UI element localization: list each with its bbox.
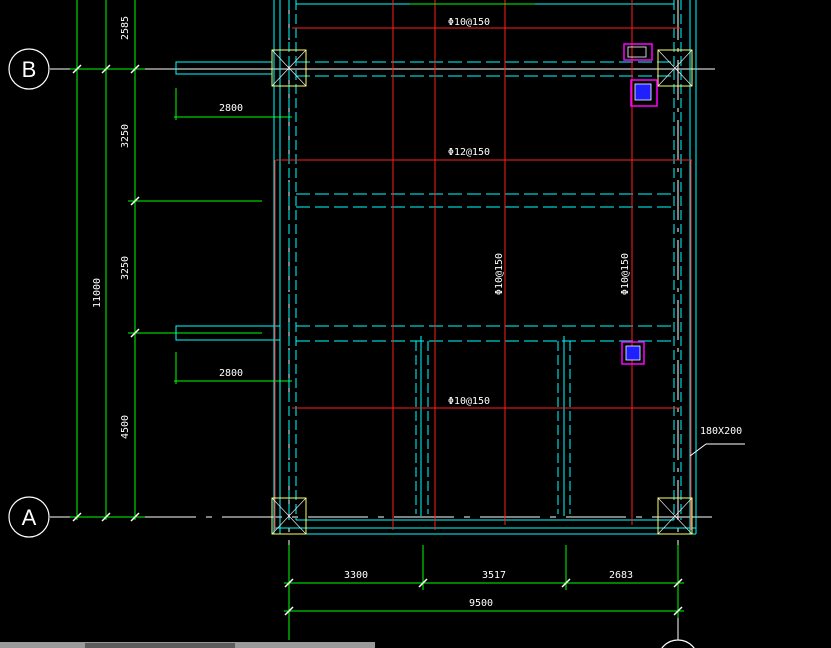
beam-section-label: 180X200 [700, 426, 742, 437]
axis-bubble-bottom-partial [661, 639, 695, 648]
axis-bubble-a[interactable]: A [8, 496, 50, 538]
cantilever-upper [175, 61, 273, 75]
status-strip [0, 642, 375, 648]
grid-axis-lines [50, 0, 715, 640]
dim-vertical-middle: 3250 [120, 256, 131, 280]
rebar-label-middle: Φ12@150 [448, 147, 490, 158]
rebar-lines [274, 0, 692, 530]
embed-part-3[interactable] [621, 341, 645, 365]
dim-vertical-upper: 3250 [120, 124, 131, 148]
beam-leader [689, 443, 745, 457]
dim-vertical-lower: 4500 [120, 415, 131, 439]
dim-horizontal-right: 2683 [609, 570, 633, 581]
column-a-right[interactable] [657, 497, 693, 535]
column-a-left[interactable] [271, 497, 307, 535]
column-b-right[interactable] [657, 49, 693, 87]
horizontal-dimension-ticks [284, 578, 683, 616]
dim-lower-cantilever: 2800 [219, 368, 243, 379]
rebar-label-bottom: Φ10@150 [448, 396, 490, 407]
dim-upper-cantilever: 2800 [219, 103, 243, 114]
horizontal-dimensions [284, 545, 684, 640]
vertical-dimensions [70, 0, 262, 520]
dim-vertical-total: 11000 [92, 278, 103, 308]
vertical-dimension-ticks [72, 64, 140, 522]
rebar-label-top: Φ10@150 [448, 17, 490, 28]
rebar-label-vertical-left: Φ10@150 [494, 253, 505, 295]
axis-label-b: B [22, 57, 37, 82]
dim-horizontal-left: 3300 [344, 570, 368, 581]
axis-label-a: A [22, 505, 37, 530]
dim-horizontal-total: 9500 [469, 598, 493, 609]
rebar-label-vertical-right: Φ10@150 [620, 253, 631, 295]
perimeter-beams [273, 0, 697, 535]
dim-vertical-top: 2585 [120, 16, 131, 40]
column-b-left[interactable] [271, 49, 307, 87]
status-strip-segment [85, 643, 235, 648]
dim-horizontal-middle: 3517 [482, 570, 506, 581]
embed-part-2[interactable] [630, 79, 658, 107]
cantilever-dimensions [174, 88, 292, 384]
axis-bubble-b[interactable]: B [8, 48, 50, 90]
embed-part-1[interactable] [623, 43, 653, 61]
